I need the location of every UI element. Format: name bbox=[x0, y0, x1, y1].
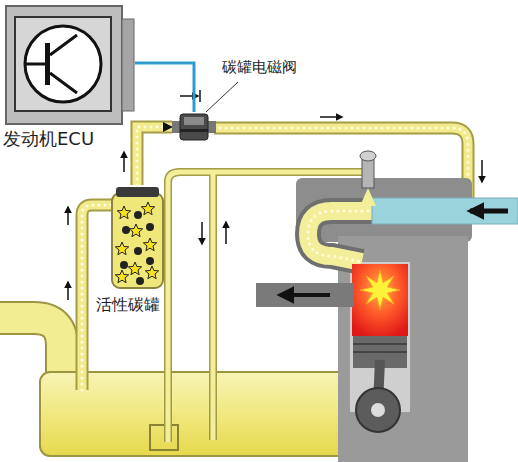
piston-ring bbox=[353, 351, 407, 353]
ecu-connector bbox=[122, 19, 134, 111]
carbon-granule bbox=[141, 202, 154, 215]
purge-solenoid-valve: 碳罐电磁阀 bbox=[172, 112, 216, 142]
carbon-pellet bbox=[136, 277, 144, 285]
node-shape bbox=[110, 185, 165, 290]
combustion-burst bbox=[360, 270, 400, 310]
node-label: 发动机ECU bbox=[3, 128, 94, 150]
carbon-pellet bbox=[122, 226, 130, 234]
carbon-canister: 活性碳罐 bbox=[110, 185, 165, 290]
transistor-base-bar bbox=[45, 43, 50, 85]
injector-cap bbox=[360, 151, 376, 161]
carbon-pellet bbox=[134, 247, 142, 255]
flow-arrow bbox=[201, 222, 203, 244]
engine-ecu: 发动机ECU bbox=[5, 5, 135, 125]
piston-ring bbox=[353, 343, 407, 345]
carbon-pellet bbox=[146, 223, 154, 231]
connector-group bbox=[135, 63, 194, 112]
flow-arrow bbox=[123, 152, 125, 172]
carbon-granule bbox=[143, 238, 156, 251]
pipe-outline bbox=[137, 127, 172, 185]
valve-body bbox=[180, 114, 208, 140]
carbon-pellet bbox=[146, 257, 154, 265]
flow-arrow bbox=[481, 160, 483, 182]
intake-port-wall bbox=[308, 211, 380, 262]
exhaust-arrow bbox=[280, 293, 330, 297]
combustion-chamber bbox=[352, 264, 408, 336]
intake-port bbox=[308, 211, 380, 262]
intake-air-arrow bbox=[470, 209, 508, 214]
node-shape bbox=[172, 112, 216, 142]
canister-body bbox=[112, 193, 163, 288]
injector-spray bbox=[360, 188, 376, 206]
crankshaft bbox=[356, 388, 400, 432]
ecu-housing bbox=[6, 6, 122, 124]
carbon-granule bbox=[115, 242, 128, 255]
node-shape bbox=[5, 5, 135, 125]
flow-arrow bbox=[67, 282, 69, 300]
carbon-pellet bbox=[120, 261, 128, 269]
fuel-line-outline bbox=[209, 172, 217, 440]
purge-vapor-pipe bbox=[137, 127, 172, 185]
crank-pin bbox=[371, 403, 385, 417]
carbon-granule bbox=[115, 270, 128, 283]
vapor-dots bbox=[137, 127, 172, 185]
transistor-lead bbox=[50, 73, 77, 93]
valve-coil bbox=[184, 117, 204, 125]
node-label: 碳罐电磁阀 bbox=[222, 58, 297, 76]
intake-pipe bbox=[372, 198, 518, 224]
mixture-dots bbox=[308, 211, 380, 262]
node-label: 活性碳罐 bbox=[96, 295, 160, 314]
leader-line bbox=[206, 82, 238, 112]
carbon-granule bbox=[145, 266, 158, 279]
carbon-pellet bbox=[134, 211, 142, 219]
flow-arrow bbox=[225, 222, 227, 244]
exhaust-pipe bbox=[256, 283, 354, 307]
carbon-granule bbox=[117, 206, 130, 219]
engine-block bbox=[338, 236, 468, 462]
carbon-granule bbox=[128, 262, 141, 275]
arrow-head-carrier bbox=[137, 127, 172, 128]
transistor-lead bbox=[50, 35, 77, 55]
connector-group bbox=[137, 127, 172, 185]
flow-stop-tick bbox=[199, 90, 201, 102]
valve-band bbox=[180, 129, 208, 132]
transistor-symbol bbox=[25, 26, 101, 102]
ecu-signal-wire bbox=[135, 63, 194, 112]
transistor-lead bbox=[25, 63, 45, 66]
flow-arrow bbox=[67, 207, 69, 225]
ecu-panel bbox=[15, 17, 111, 111]
flow-arrow bbox=[320, 116, 342, 118]
carbon-granule bbox=[129, 224, 142, 237]
canister-cap bbox=[116, 187, 159, 197]
fuel-injector bbox=[362, 158, 374, 188]
fuel-line bbox=[211, 172, 216, 440]
